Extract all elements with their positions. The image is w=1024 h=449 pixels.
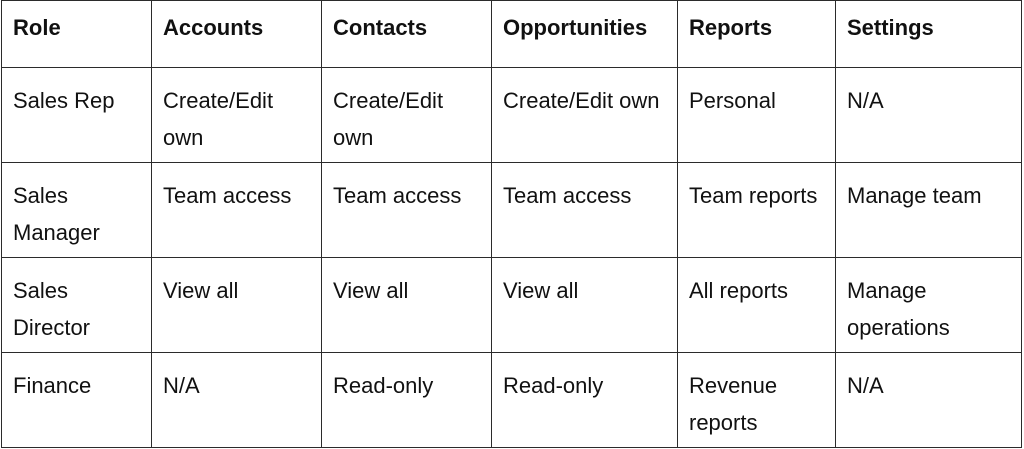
cell-settings: N/A: [835, 67, 1022, 163]
cell-contacts: View all: [321, 257, 492, 353]
cell-contacts: Team access: [321, 162, 492, 258]
header-settings: Settings: [835, 0, 1022, 68]
header-role: Role: [1, 0, 152, 68]
cell-settings: N/A: [835, 352, 1022, 448]
cell-role: Sales Rep: [1, 67, 152, 163]
cell-role: Finance: [1, 352, 152, 448]
cell-opportunities: Read-only: [491, 352, 678, 448]
cell-opportunities: Team access: [491, 162, 678, 258]
cell-contacts: Create/Edit own: [321, 67, 492, 163]
cell-role: Sales Director: [1, 257, 152, 353]
cell-opportunities: View all: [491, 257, 678, 353]
cell-reports: All reports: [677, 257, 836, 353]
header-contacts: Contacts: [321, 0, 492, 68]
cell-reports: Personal: [677, 67, 836, 163]
table-header-row: Role Accounts Contacts Opportunities Rep…: [1, 0, 1022, 68]
cell-reports: Revenue reports: [677, 352, 836, 448]
table-row: Sales Rep Create/Edit own Create/Edit ow…: [1, 67, 1022, 163]
table-row: Sales Manager Team access Team access Te…: [1, 162, 1022, 258]
table-row: Finance N/A Read-only Read-only Revenue …: [1, 352, 1022, 448]
cell-settings: Manage operations: [835, 257, 1022, 353]
header-reports: Reports: [677, 0, 836, 68]
table-row: Sales Director View all View all View al…: [1, 257, 1022, 353]
cell-accounts: Team access: [151, 162, 322, 258]
cell-accounts: Create/Edit own: [151, 67, 322, 163]
cell-accounts: N/A: [151, 352, 322, 448]
cell-settings: Manage team: [835, 162, 1022, 258]
cell-role: Sales Manager: [1, 162, 152, 258]
header-opportunities: Opportunities: [491, 0, 678, 68]
header-accounts: Accounts: [151, 0, 322, 68]
cell-accounts: View all: [151, 257, 322, 353]
cell-reports: Team reports: [677, 162, 836, 258]
cell-contacts: Read-only: [321, 352, 492, 448]
cell-opportunities: Create/Edit own: [491, 67, 678, 163]
